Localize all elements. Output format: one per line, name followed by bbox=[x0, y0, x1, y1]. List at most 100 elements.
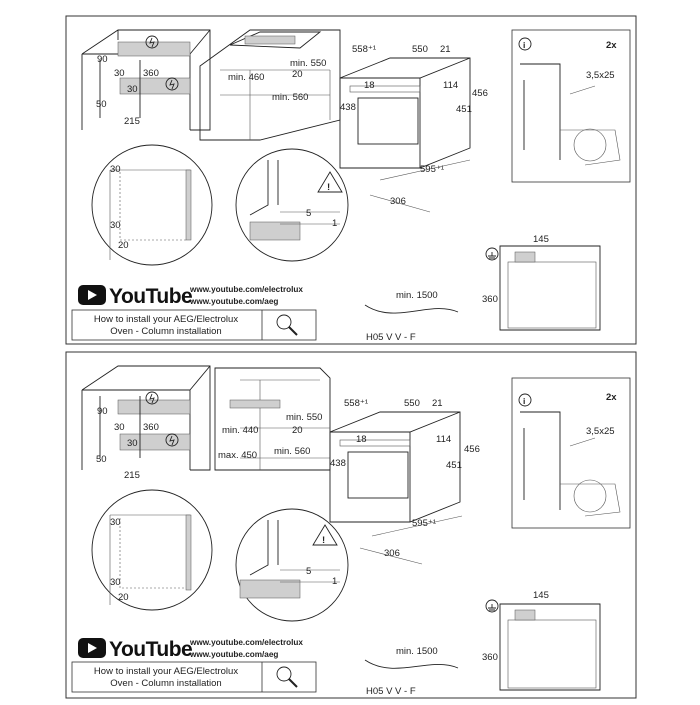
dim-558: 558⁺¹ bbox=[352, 44, 376, 55]
dim-30: 30 bbox=[110, 577, 121, 588]
fixing-detail-zoom: ! 5 1 bbox=[235, 508, 349, 622]
dim-1: 1 bbox=[332, 576, 337, 587]
dim-114: 114 bbox=[436, 434, 451, 445]
cabinet-socket-view: 90 30 360 30 50 215 bbox=[81, 365, 211, 481]
youtube-play-icon bbox=[78, 285, 106, 305]
dim-min-1500: min. 1500 bbox=[396, 646, 438, 657]
panel-border bbox=[65, 15, 637, 345]
dim-306: 306 bbox=[384, 548, 400, 559]
cable-type: H05 V V - F bbox=[366, 332, 416, 343]
dim-215: 215 bbox=[124, 116, 140, 127]
dim-30: 30 bbox=[110, 220, 121, 231]
cable-spec: min. 1500 H05 V V - F bbox=[364, 646, 459, 697]
youtube-url-electrolux[interactable]: www.youtube.com/electrolux bbox=[189, 285, 303, 294]
side-view: 145 360 bbox=[482, 590, 601, 691]
screw-size: 3,5x25 bbox=[586, 70, 615, 81]
cable-spec: min. 1500 H05 V V - F bbox=[364, 290, 459, 343]
dim-145: 145 bbox=[533, 234, 549, 245]
dim-50: 50 bbox=[96, 99, 107, 110]
dim-550: 550 bbox=[404, 398, 420, 409]
screw-fixing-box: i 2x 3,5x25 bbox=[511, 377, 631, 529]
dim-min-460: min. 460 bbox=[228, 72, 264, 83]
dim-min-560: min. 560 bbox=[274, 446, 310, 457]
oven-dimensions: 558⁺¹ 550 21 18 114 438 456 451 595⁺¹ 30… bbox=[339, 44, 488, 213]
info-icon: i bbox=[518, 37, 532, 51]
warning-icon: ! bbox=[312, 524, 338, 546]
youtube-play-icon bbox=[78, 638, 106, 658]
howto-line-2: Oven - Column installation bbox=[110, 326, 221, 337]
dim-50: 50 bbox=[96, 454, 107, 465]
dim-595: 595⁺¹ bbox=[412, 518, 436, 529]
panel-bottom: 90 30 360 30 50 215 30 30 20 min. 550 20… bbox=[65, 351, 637, 699]
dim-20: 20 bbox=[118, 592, 129, 603]
dim-21: 21 bbox=[440, 44, 451, 55]
svg-text:i: i bbox=[523, 396, 525, 406]
svg-text:!: ! bbox=[322, 535, 325, 546]
dim-30: 30 bbox=[110, 164, 121, 175]
dim-20: 20 bbox=[118, 240, 129, 251]
youtube-block: YouTube www.youtube.com/electrolux www.y… bbox=[71, 638, 317, 693]
dim-550: 550 bbox=[412, 44, 428, 55]
electric-icon bbox=[145, 35, 159, 49]
dim-215: 215 bbox=[124, 470, 140, 481]
earth-ground-icon bbox=[485, 599, 499, 613]
dim-18: 18 bbox=[364, 80, 375, 91]
dim-30: 30 bbox=[114, 422, 125, 433]
electric-icon bbox=[165, 433, 179, 447]
panel-border bbox=[65, 351, 637, 699]
oven-dimensions: 558⁺¹ 550 21 18 114 438 456 451 595⁺¹ 30… bbox=[329, 398, 480, 565]
dim-min-560: min. 560 bbox=[272, 92, 308, 103]
cabinet-clearance-zoom: 30 30 20 bbox=[91, 489, 213, 611]
dim-456: 456 bbox=[472, 88, 488, 99]
dim-451: 451 bbox=[456, 104, 472, 115]
dim-20: 20 bbox=[292, 425, 303, 436]
dim-360: 360 bbox=[482, 652, 498, 663]
niche-view: min. 550 20 min. 440 max. 450 min. 560 bbox=[214, 367, 331, 471]
panel-top: 90 30 360 30 50 215 30 30 20 min. 460 mi… bbox=[65, 15, 637, 345]
dim-20: 20 bbox=[292, 69, 303, 80]
dim-451: 451 bbox=[446, 460, 462, 471]
svg-text:i: i bbox=[523, 40, 525, 50]
dim-30: 30 bbox=[127, 438, 138, 449]
youtube-block: YouTube www.youtube.com/electrolux www.y… bbox=[71, 285, 317, 341]
magnifier-icon[interactable] bbox=[276, 666, 298, 688]
dim-min-1500: min. 1500 bbox=[396, 290, 438, 301]
cabinet-clearance-zoom: 30 30 20 bbox=[91, 144, 213, 266]
dim-min-550: min. 550 bbox=[286, 412, 322, 423]
cable-type: H05 V V - F bbox=[366, 686, 416, 697]
dim-1: 1 bbox=[332, 218, 337, 229]
howto-line-1: How to install your AEG/Electrolux bbox=[94, 666, 238, 677]
dim-21: 21 bbox=[432, 398, 443, 409]
svg-text:!: ! bbox=[327, 182, 330, 193]
screw-size: 3,5x25 bbox=[586, 426, 615, 437]
dim-438: 438 bbox=[330, 458, 346, 469]
earth-ground-icon bbox=[485, 247, 499, 261]
dim-90: 90 bbox=[97, 54, 108, 65]
dim-30: 30 bbox=[127, 84, 138, 95]
dim-5: 5 bbox=[306, 566, 311, 577]
dim-456: 456 bbox=[464, 444, 480, 455]
electric-icon bbox=[145, 391, 159, 405]
youtube-url-aeg[interactable]: www.youtube.com/aeg bbox=[189, 650, 278, 659]
howto-line-2: Oven - Column installation bbox=[110, 678, 221, 689]
screw-qty: 2x bbox=[606, 392, 617, 403]
dim-5: 5 bbox=[306, 208, 311, 219]
dim-306: 306 bbox=[390, 196, 406, 207]
dim-max-450: max. 450 bbox=[218, 450, 257, 461]
dim-360: 360 bbox=[143, 422, 159, 433]
screw-qty: 2x bbox=[606, 40, 617, 51]
dim-595: 595⁺¹ bbox=[420, 164, 444, 175]
dim-114: 114 bbox=[443, 80, 458, 91]
side-view: 145 360 bbox=[482, 234, 601, 331]
youtube-url-aeg[interactable]: www.youtube.com/aeg bbox=[189, 297, 278, 306]
magnifier-icon[interactable] bbox=[276, 314, 298, 336]
cabinet-socket-view: 90 30 360 30 50 215 bbox=[81, 29, 211, 131]
youtube-url-electrolux[interactable]: www.youtube.com/electrolux bbox=[189, 638, 303, 647]
youtube-logo: YouTube bbox=[109, 638, 192, 661]
electric-icon bbox=[165, 77, 179, 91]
youtube-logo: YouTube bbox=[109, 285, 192, 308]
dim-18: 18 bbox=[356, 434, 367, 445]
dim-360: 360 bbox=[143, 68, 159, 79]
howto-line-1: How to install your AEG/Electrolux bbox=[94, 314, 238, 325]
